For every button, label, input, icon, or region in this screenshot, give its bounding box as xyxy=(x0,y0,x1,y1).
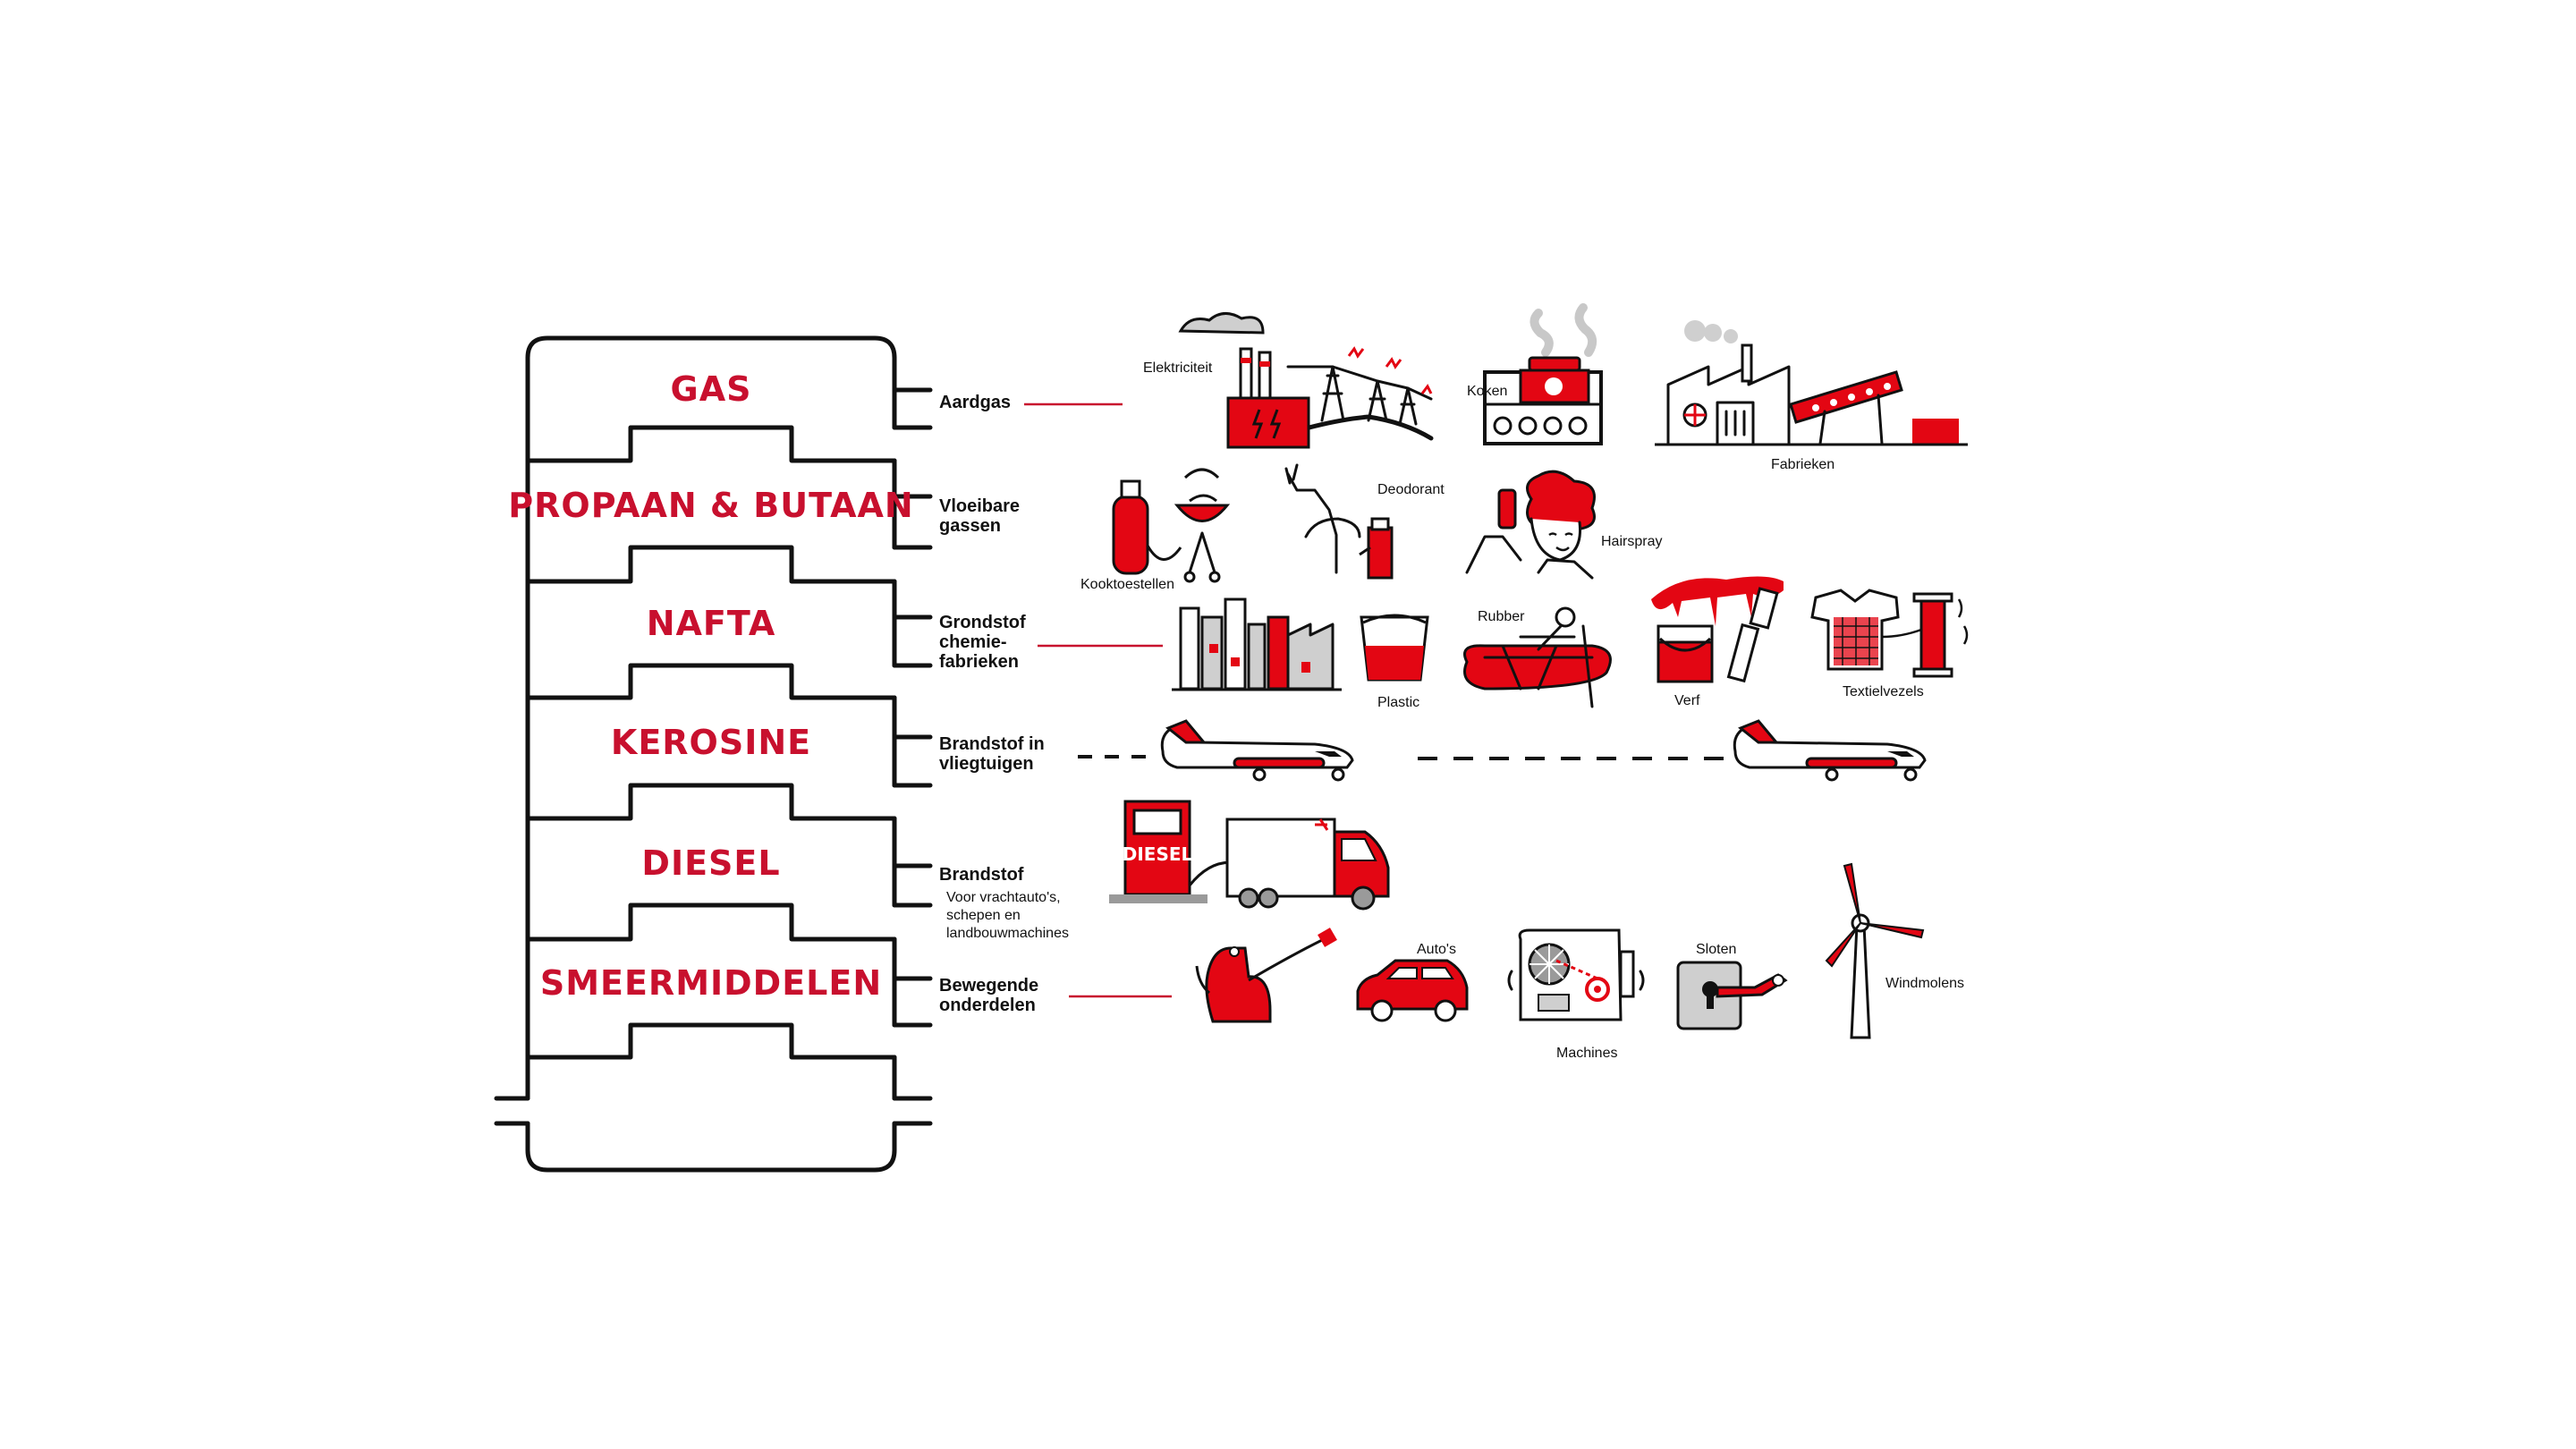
airplane-icon xyxy=(1160,719,1354,782)
label-kooktoestellen: Kooktoestellen xyxy=(1080,577,1174,592)
label-hairspray: Hairspray xyxy=(1601,534,1662,549)
gas-bbq-icon xyxy=(1112,468,1231,583)
product-bewegende-line1: Bewegende xyxy=(939,976,1038,996)
product-brandstof-vliegtuigen-line1: Brandstof in xyxy=(939,734,1045,754)
label-fabrieken: Fabrieken xyxy=(1771,457,1835,472)
pump-label: DIESEL xyxy=(1123,843,1193,865)
product-brandstof: Brandstof xyxy=(939,865,1024,885)
plastic-bucket-icon xyxy=(1360,614,1429,682)
car-icon xyxy=(1356,959,1469,1022)
product-grondstof-line2: chemie- xyxy=(939,632,1007,652)
diesel-truck-icon: DIESEL xyxy=(1109,800,1390,911)
fraction-diesel: DIESEL xyxy=(641,843,780,883)
fraction-propaan-butaan: PROPAAN & BUTAAN xyxy=(508,486,913,525)
label-autos: Auto's xyxy=(1417,942,1456,957)
machine-icon xyxy=(1507,928,1645,1021)
paint-can-icon xyxy=(1651,576,1784,683)
label-deodorant: Deodorant xyxy=(1377,482,1445,497)
label-rubber: Rubber xyxy=(1478,609,1525,624)
product-grondstof-line1: Grondstof xyxy=(939,613,1026,632)
product-bewegende-line2: onderdelen xyxy=(939,996,1036,1015)
lock-icon xyxy=(1676,961,1788,1030)
power-plant-icon xyxy=(1178,312,1434,449)
product-grondstof-line3: fabrieken xyxy=(939,652,1019,672)
product-vloeibare-gassen-line1: Vloeibare xyxy=(939,496,1020,516)
fraction-smeermiddelen: SMEERMIDDELEN xyxy=(540,963,882,1003)
label-plastic: Plastic xyxy=(1377,695,1419,710)
product-brandstof-sub-line3: landbouwmachines xyxy=(946,926,1069,941)
distillation-column xyxy=(494,335,933,1173)
deodorant-icon xyxy=(1284,463,1394,580)
label-windmolens: Windmolens xyxy=(1885,976,1964,991)
airplane-icon xyxy=(1733,719,1927,782)
label-verf: Verf xyxy=(1674,693,1700,708)
fraction-nafta: NAFTA xyxy=(647,604,776,643)
fraction-kerosine: KEROSINE xyxy=(611,723,811,762)
hairspray-icon xyxy=(1465,470,1596,580)
textile-icon xyxy=(1810,589,1969,678)
rubber-boat-icon xyxy=(1463,606,1612,708)
label-elektriciteit: Elektriciteit xyxy=(1143,360,1213,376)
chemical-plant-icon xyxy=(1172,597,1342,691)
product-vloeibare-gassen-line2: gassen xyxy=(939,516,1001,536)
product-aardgas: Aardgas xyxy=(939,393,1011,412)
product-brandstof-sub-line2: schepen en xyxy=(946,908,1021,923)
label-koken: Koken xyxy=(1467,384,1507,399)
label-sloten: Sloten xyxy=(1696,942,1736,957)
label-textielvezels: Textielvezels xyxy=(1843,684,1924,699)
cooking-pot-icon xyxy=(1483,303,1603,445)
oil-can-icon xyxy=(1195,928,1337,1023)
fraction-gas: GAS xyxy=(671,369,752,409)
windmill-icon xyxy=(1825,862,1925,1039)
factory-icon xyxy=(1655,320,1968,446)
product-brandstof-vliegtuigen-line2: vliegtuigen xyxy=(939,754,1034,774)
label-machines: Machines xyxy=(1556,1046,1617,1061)
product-brandstof-sub-line1: Voor vrachtauto's, xyxy=(946,890,1061,905)
